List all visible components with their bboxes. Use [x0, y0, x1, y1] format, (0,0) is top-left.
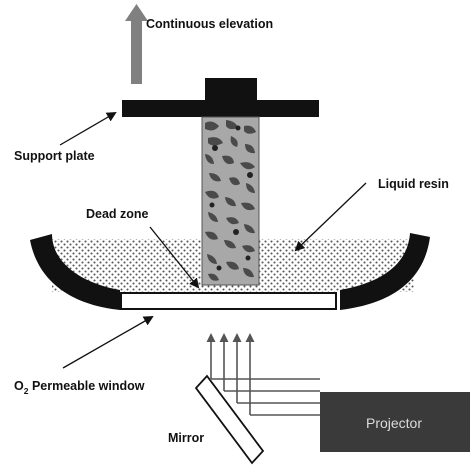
support-plate — [122, 78, 319, 117]
liquid-resin-label: Liquid resin — [378, 177, 449, 191]
support-plate-label: Support plate — [14, 149, 95, 163]
vat-left-wall — [30, 234, 120, 310]
o2-window-pointer — [62, 316, 154, 369]
elevation-label: Continuous elevation — [146, 17, 273, 31]
o2-permeable-window — [120, 292, 337, 310]
mirror-label: Mirror — [168, 431, 204, 445]
elevation-arrow — [125, 4, 148, 84]
liquid-resin-pointer — [294, 182, 367, 252]
support-plate-pointer — [59, 111, 117, 146]
vat-right-wall — [340, 233, 430, 310]
light-rays — [206, 333, 320, 416]
projector-label: Projector — [366, 415, 422, 431]
mirror — [194, 374, 265, 465]
printed-part — [201, 116, 260, 286]
projector — [320, 392, 470, 452]
dead-zone-pointer — [149, 226, 200, 289]
o2-window-label: O2 Permeable window — [14, 379, 145, 396]
dead-zone-label: Dead zone — [86, 207, 149, 221]
